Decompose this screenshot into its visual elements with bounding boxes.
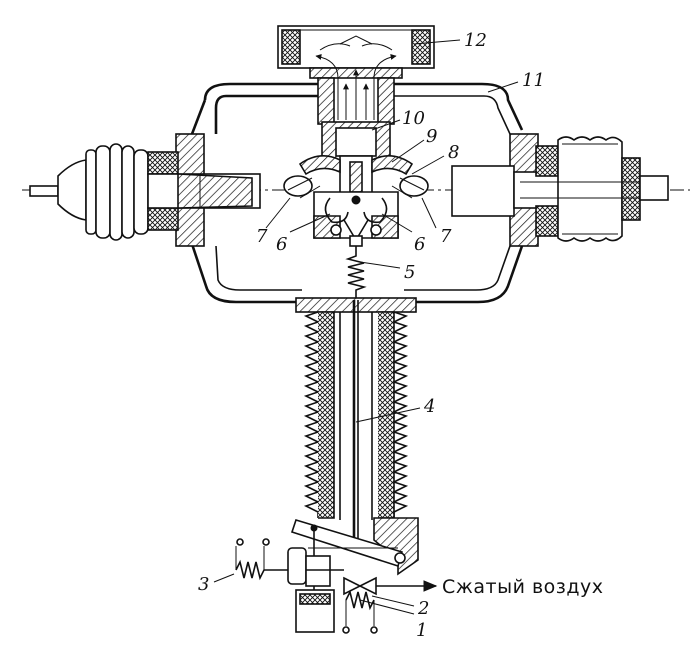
left-bushing [22, 143, 300, 241]
label-2: 2 [417, 598, 429, 619]
label-11: 11 [522, 70, 545, 91]
label-1: 1 [416, 620, 427, 641]
label-3: 3 [198, 574, 209, 595]
right-bushing [420, 136, 690, 242]
spring [345, 246, 367, 302]
arcing-chamber [283, 121, 429, 247]
leader-lines [213, 39, 519, 615]
drive-mechanism [235, 517, 438, 634]
label-6-right: 6 [414, 234, 425, 255]
label-10: 10 [402, 108, 425, 129]
label-4: 4 [423, 396, 435, 417]
label-9: 9 [426, 126, 437, 147]
support-insulator [295, 297, 417, 540]
label-6-left: 6 [276, 234, 287, 255]
label-7-right: 7 [440, 226, 452, 247]
label-7-left: 7 [256, 226, 268, 247]
label-12: 12 [464, 30, 487, 51]
label-5: 5 [404, 262, 415, 283]
compressed-air-label: Сжатый воздух [442, 576, 604, 598]
label-8: 8 [448, 142, 459, 163]
